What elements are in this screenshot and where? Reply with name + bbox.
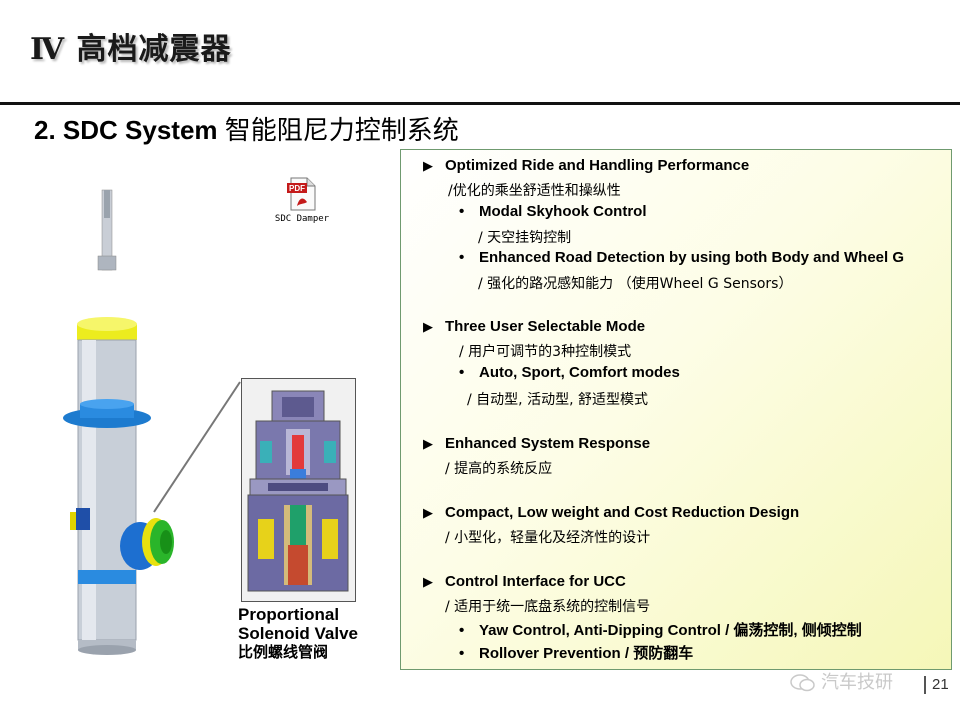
section-subtitle: 2. SDC System 智能阻尼力控制系统 [34,110,459,147]
triangle-bullet-icon: ▶ [423,319,433,334]
dot-bullet-icon: • [459,622,465,639]
valve-cross-section [241,378,356,602]
feature-item-zh: / 自动型, 活动型, 舒适型模式 [467,392,648,408]
slide-title: Ⅳ 高档减震器 [30,32,232,67]
feature-item-zh: / 天空挂钩控制 [478,230,572,246]
feature-heading: ▶Optimized Ride and Handling Performance [423,157,750,174]
valve-caption-line1: Proportional [238,605,340,624]
valve-section-drawing [242,379,355,601]
feature-item: •Auto, Sport, Comfort modes [459,364,680,381]
valve-caption-zh: 比例螺线管阀 [238,643,329,661]
feature-item: •Rollover Prevention / 预防翻车 [459,645,694,662]
feature-heading-zh: /优化的乘坐舒适性和操纵性 [448,183,621,199]
watermark: 汽车技研 [790,668,893,694]
feature-item: •Enhanced Road Detection by using both B… [459,249,905,266]
triangle-bullet-icon: ▶ [423,158,433,173]
feature-heading-zh: / 用户可调节的3种控制模式 [459,344,632,360]
feature-item: •Yaw Control, Anti-Dipping Control / 偏荡控… [459,622,862,639]
valve-caption: Proportional Solenoid Valve 比例螺线管阀 [238,605,358,662]
dot-bullet-icon: • [459,203,465,220]
valve-caption-line2: Solenoid Valve [238,624,358,643]
wechat-icon [790,674,815,692]
feature-heading-zh: / 小型化，轻量化及经济性的设计 [445,530,651,546]
subtitle-en: 2. SDC System [34,115,218,145]
features-panel: ▶Optimized Ride and Handling Performance… [400,149,952,670]
subtitle-zh: 智能阻尼力控制系统 [224,116,459,146]
feature-heading: ▶Enhanced System Response [423,435,651,452]
feature-heading-zh: / 适用于统一底盘系统的控制信号 [445,599,651,615]
triangle-bullet-icon: ▶ [423,436,433,451]
damper-illustration [63,189,174,655]
slide-footer: 汽车技研 21 [790,668,960,704]
watermark-text: 汽车技研 [821,672,894,692]
page-number: 21 [932,676,949,693]
pdf-caption: SDC Damper [274,214,330,224]
dot-bullet-icon: • [459,364,465,381]
pdf-badge: PDF [289,184,305,193]
dot-bullet-icon: • [459,249,465,266]
feature-heading: ▶Three User Selectable Mode [423,318,646,335]
feature-item-zh: / 强化的路况感知能力 （使用Wheel G Sensors） [478,276,793,292]
pdf-file-icon: PDF [287,177,316,211]
triangle-bullet-icon: ▶ [423,505,433,520]
dot-bullet-icon: • [459,645,465,662]
leader-line [153,381,241,513]
triangle-bullet-icon: ▶ [423,574,433,589]
feature-heading-zh: / 提高的系统反应 [445,461,553,477]
title-divider [0,102,960,105]
feature-heading: ▶Control Interface for UCC [423,573,626,590]
pdf-attachment[interactable]: PDF SDC Damper [266,176,338,224]
footer-divider [924,676,926,694]
feature-heading: ▶Compact, Low weight and Cost Reduction … [423,504,800,521]
feature-item: •Modal Skyhook Control [459,203,647,220]
